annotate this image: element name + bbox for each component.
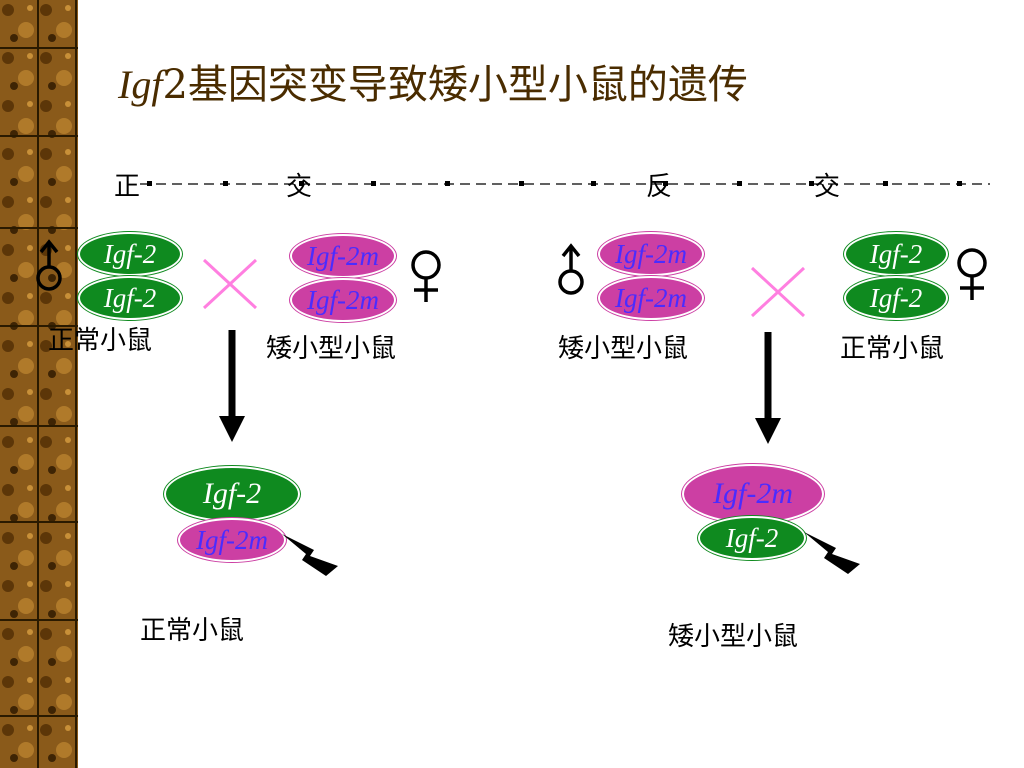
offspring-right-normal-allele: Igf-2 [698, 516, 806, 560]
cross-icon [202, 258, 258, 310]
title-gene-number: 2 [162, 62, 188, 108]
decorative-sidebar [0, 0, 78, 768]
cross-icon [750, 266, 806, 318]
offspring-right-mutant-allele: Igf-2m [682, 464, 824, 524]
header-fan: 反 [646, 172, 673, 202]
allele-mutant-male-bottom: Igf-2m [598, 276, 704, 320]
lightning-icon [282, 534, 338, 576]
down-arrow-icon [755, 332, 781, 444]
lightning-icon [804, 532, 860, 574]
label-normal-mouse-offspring: 正常小鼠 [140, 616, 245, 646]
male-symbol-icon [36, 239, 62, 291]
page-title: Igf2基因突变导致矮小型小鼠的遗传 [118, 52, 748, 110]
header-zheng: 正 [114, 172, 141, 202]
title-text: 基因突变导致矮小型小鼠的遗传 [187, 62, 748, 108]
male-symbol-icon [558, 243, 584, 295]
dashed-divider [140, 181, 990, 186]
offspring-left-normal-allele: Igf-2 [164, 466, 300, 522]
down-arrow-icon [219, 330, 245, 442]
allele-normal-male-bottom: Igf-2 [78, 276, 182, 320]
label-dwarf-mouse-offspring: 矮小型小鼠 [668, 622, 799, 652]
label-dwarf-mouse-right: 矮小型小鼠 [558, 334, 689, 364]
allele-normal-female-bottom: Igf-2 [844, 276, 948, 320]
allele-normal-female-top: Igf-2 [844, 232, 948, 276]
title-gene-name: Igf [118, 62, 163, 107]
allele-mutant-female-top: Igf-2m [290, 234, 396, 278]
allele-mutant-male-top: Igf-2m [598, 232, 704, 276]
female-symbol-icon [411, 250, 441, 302]
label-normal-mouse-right: 正常小鼠 [840, 334, 945, 364]
female-symbol-icon [957, 248, 987, 300]
label-dwarf-mouse-left: 矮小型小鼠 [266, 334, 397, 364]
label-normal-mouse-left: 正常小鼠 [48, 326, 153, 356]
offspring-left-mutant-allele: Igf-2m [178, 518, 286, 562]
header-jiao-2: 交 [814, 172, 841, 202]
allele-normal-male-top: Igf-2 [78, 232, 182, 276]
allele-mutant-female-bottom: Igf-2m [290, 278, 396, 322]
header-jiao-1: 交 [286, 172, 313, 202]
